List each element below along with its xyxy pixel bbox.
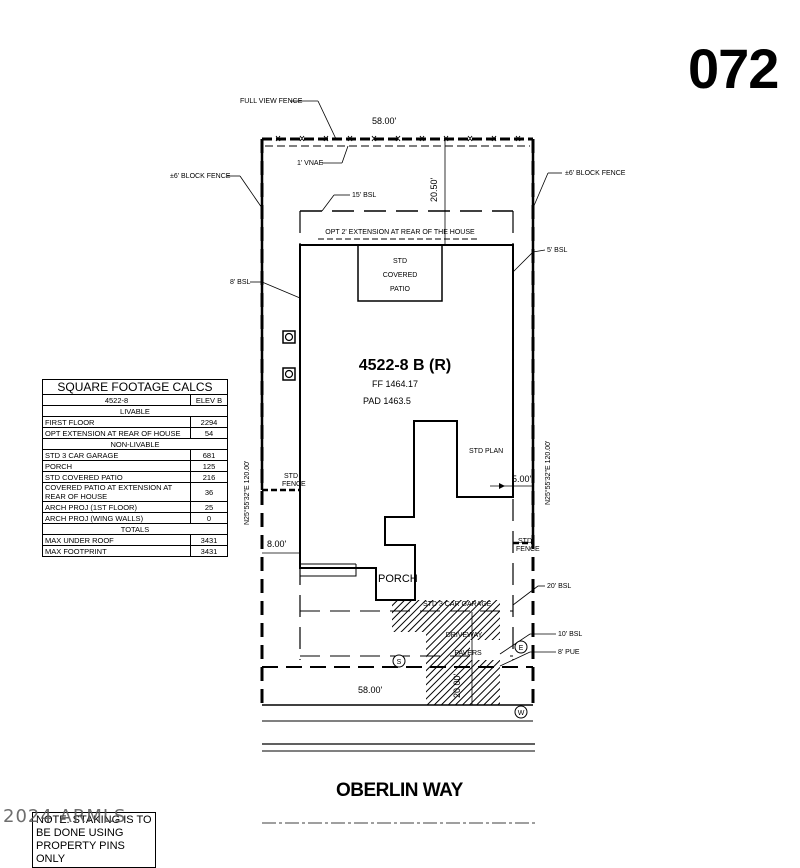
table-row-label: COVERED PATIO AT EXTENSION AT REAR OF HO… <box>42 482 191 502</box>
std-fence-right-1: STD <box>518 538 532 545</box>
table-row-value: 3431 <box>190 534 228 546</box>
calcs-non-livable-header: NON-LIVABLE <box>42 438 228 450</box>
calcs-elevation: ELEV B <box>190 394 228 406</box>
block-fence-left-callout: ±6' BLOCK FENCE <box>170 173 231 180</box>
marker-w-label: W <box>518 710 525 717</box>
calcs-totals-header: TOTALS <box>42 523 228 535</box>
table-row-value: 25 <box>190 501 228 513</box>
table-row-label: PORCH <box>42 460 191 472</box>
bsl-5-callout: 5' BSL <box>547 247 568 254</box>
fence-marks <box>275 135 521 142</box>
covered-patio <box>357 244 443 302</box>
garage-label: STD 3 CAR GARAGE <box>423 601 492 608</box>
house-footprint <box>299 244 514 601</box>
calcs-title: SQUARE FOOTAGE CALCS <box>42 379 228 395</box>
calcs-plan-name: 4522-8 <box>42 394 191 406</box>
water-marker <box>514 705 528 719</box>
table-row-label: OPT EXTENSION AT REAR OF HOUSE <box>42 427 191 439</box>
driveway-label: DRIVEWAY <box>446 632 483 639</box>
plan-title: 4522-8 B (R) <box>359 357 451 374</box>
vnae-callout: 1' VNAE <box>297 160 324 167</box>
table-row-value: 125 <box>190 460 228 472</box>
table-row-label: MAX FOOTPRINT <box>42 545 191 557</box>
staking-note: NOTE: STAKING IS TO BE DONE USING PROPER… <box>32 812 156 868</box>
street-name: OBERLIN WAY <box>336 780 463 801</box>
patio-label-3: PATIO <box>390 286 411 293</box>
marker-s-label: S <box>397 659 402 666</box>
pavers-label: PAVERS <box>454 650 482 657</box>
table-row-value: 54 <box>190 427 228 439</box>
sewer-marker <box>392 654 406 668</box>
table-row-label: FIRST FLOOR <box>42 416 191 428</box>
right-setback: 5.00' <box>512 474 532 484</box>
table-row-label: STD 3 CAR GARAGE <box>42 449 191 461</box>
bsl-15-callout: 15' BSL <box>352 192 376 199</box>
lot-number: 072 <box>688 37 779 100</box>
equipment-pads <box>282 330 296 381</box>
std-plan-label: STD PLAN <box>469 448 503 455</box>
patio-label-2: COVERED <box>383 272 418 279</box>
marker-e-label: E <box>519 645 524 652</box>
watermark: 2024 ARMLS <box>3 806 127 827</box>
full-view-fence-callout: FULL VIEW FENCE <box>240 98 303 105</box>
table-row-value: 0 <box>190 512 228 524</box>
table-row-value: 681 <box>190 449 228 461</box>
bsl-8-callout: 8' BSL <box>230 279 251 286</box>
bsl-10-callout: 10' BSL <box>558 631 582 638</box>
pad-elevation: PAD 1463.5 <box>363 396 411 406</box>
porch-label: PORCH <box>378 573 418 585</box>
std-fence-left-2: FENCE <box>282 481 306 488</box>
table-row-value: 2294 <box>190 416 228 428</box>
table-row-label: ARCH PROJ (1ST FLOOR) <box>42 501 191 513</box>
calcs-livable-header: LIVABLE <box>42 405 228 417</box>
right-bearing: N25°55'32"E 120.00' <box>544 441 552 505</box>
table-row-value: 36 <box>190 482 228 502</box>
table-row-label: STD COVERED PATIO <box>42 471 191 483</box>
left-bearing: N25°55'32"E 120.00' <box>243 461 251 525</box>
block-fence-right-callout: ±6' BLOCK FENCE <box>565 170 626 177</box>
left-setback: 8.00' <box>267 539 287 549</box>
table-row-label: MAX UNDER ROOF <box>42 534 191 546</box>
table-row-value: 216 <box>190 471 228 483</box>
pue-callout: 8' PUE <box>558 649 580 656</box>
rear-width: 58.00' <box>372 116 397 126</box>
table-row-value: 3431 <box>190 545 228 557</box>
patio-label-1: STD <box>393 258 407 265</box>
opt-extension-label: OPT 2' EXTENSION AT REAR OF THE HOUSE <box>325 229 475 236</box>
electric-marker <box>514 640 528 654</box>
rear-setback-dim: 20.50' <box>429 177 439 202</box>
std-fence-right-2: FENCE <box>516 546 540 553</box>
finished-floor: FF 1464.17 <box>372 379 418 389</box>
bsl-20-callout: 20' BSL <box>547 583 571 590</box>
std-fence-left-1: STD <box>284 473 298 480</box>
table-row-label: ARCH PROJ (WING WALLS) <box>42 512 191 524</box>
walkway-pavers <box>392 600 426 632</box>
driveway-length: 20.00' <box>452 673 462 698</box>
front-width: 58.00' <box>358 685 383 695</box>
